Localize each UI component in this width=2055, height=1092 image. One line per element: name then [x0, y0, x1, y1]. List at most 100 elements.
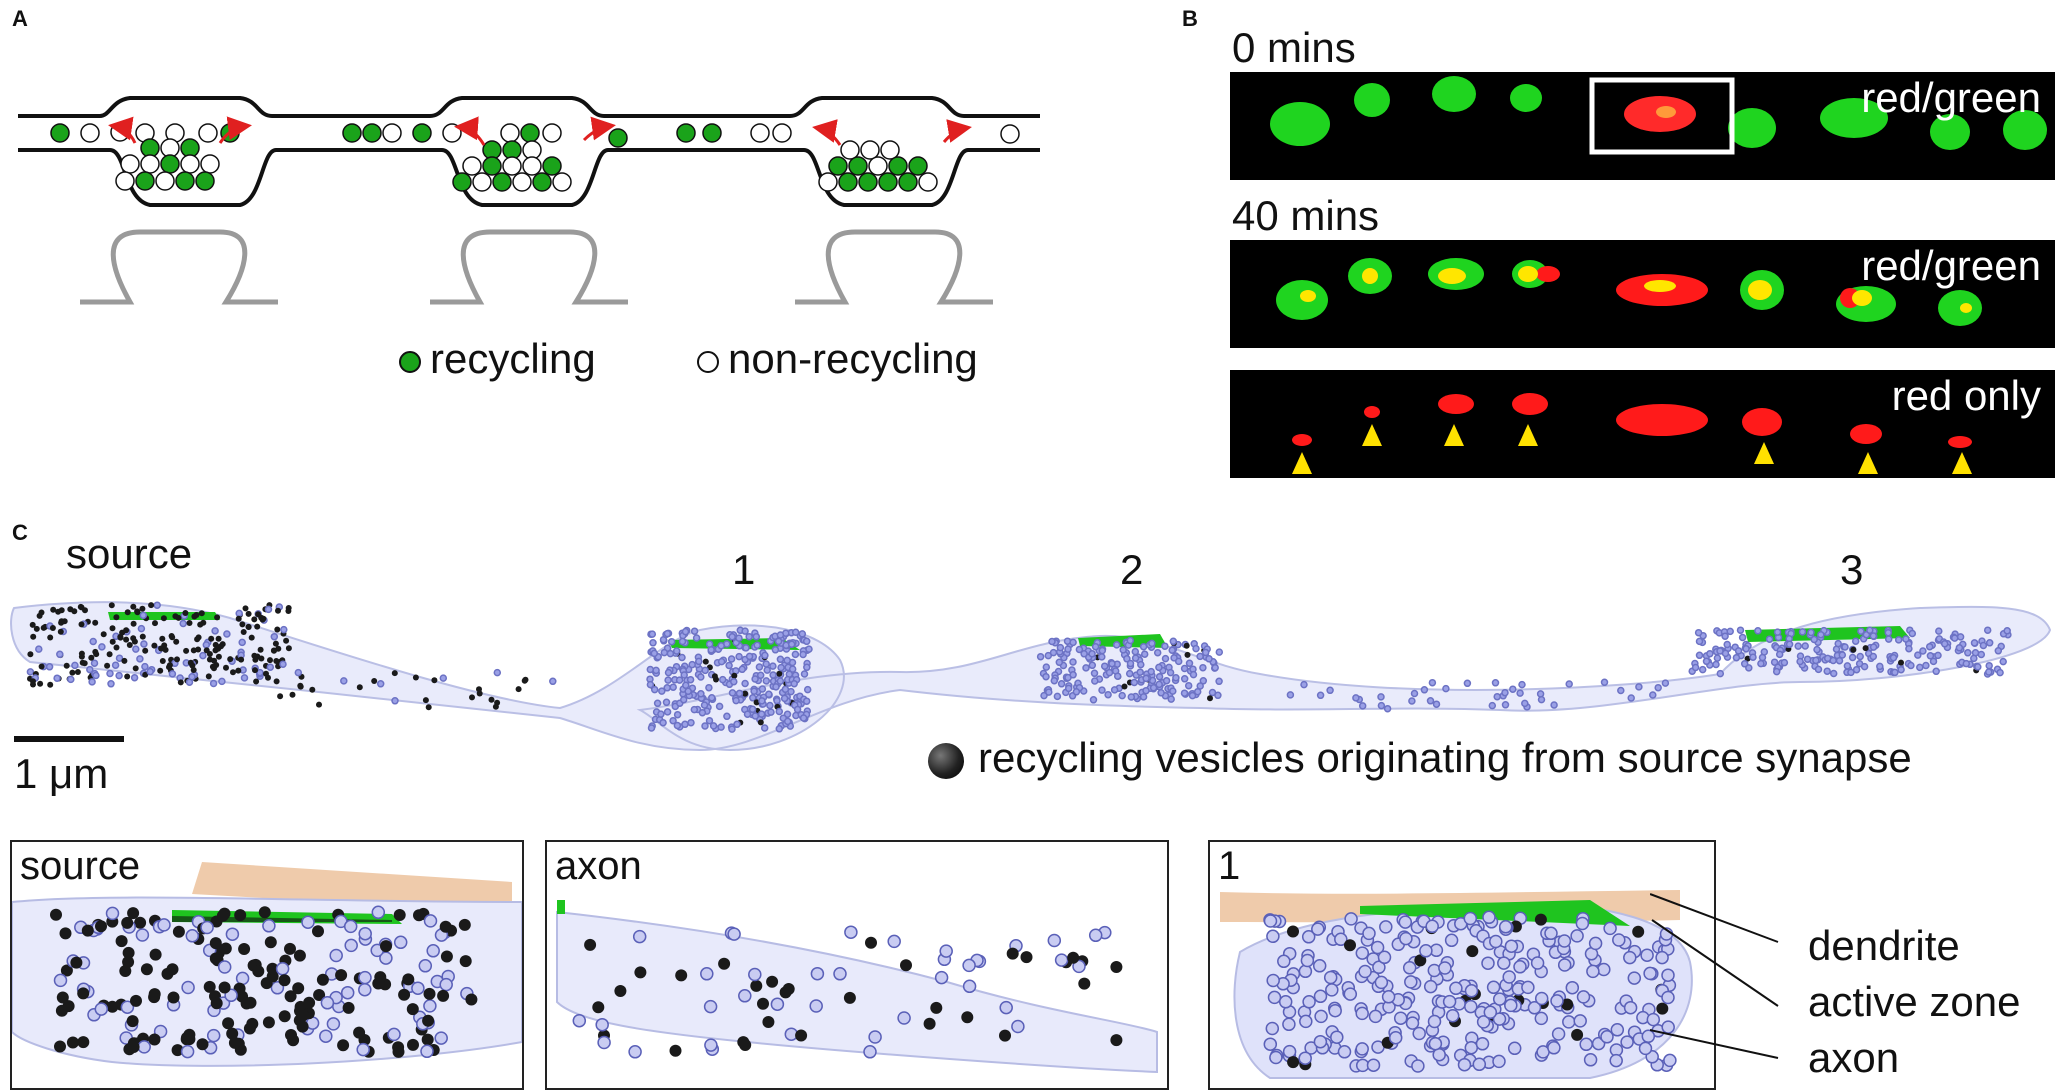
puncta-0min — [1270, 76, 2047, 155]
vesicle — [1463, 679, 1472, 688]
vesicle — [279, 660, 287, 668]
vesicle — [1098, 686, 1106, 694]
vesicle — [908, 156, 928, 176]
vesicle — [678, 653, 686, 662]
vesicle — [198, 610, 205, 617]
vesicle — [391, 670, 398, 677]
vesicle — [1287, 1056, 1300, 1069]
vesicle — [690, 705, 699, 714]
vesicle — [252, 965, 265, 978]
vesicle — [109, 638, 116, 645]
vesicle — [735, 634, 743, 642]
vesicle — [1586, 964, 1600, 979]
vesicle — [151, 642, 158, 649]
vesicle — [1050, 676, 1059, 685]
vesicle — [888, 156, 908, 176]
vesicle — [159, 658, 166, 664]
vesicle — [663, 684, 671, 692]
site-label-1: 1 — [732, 546, 756, 593]
vesicle — [371, 905, 386, 920]
vesicle — [1557, 958, 1572, 972]
vesicle — [1180, 689, 1189, 697]
vesicle — [197, 621, 204, 628]
vesicle — [1088, 650, 1096, 658]
vesicle — [244, 996, 257, 1009]
vesicle — [37, 680, 44, 687]
vesicle — [1876, 662, 1884, 671]
vesicle — [1040, 691, 1048, 700]
vesicle — [146, 667, 154, 676]
vesicle — [120, 154, 140, 174]
vesicle — [1042, 672, 1050, 681]
vesicle — [93, 651, 100, 658]
vesicle — [688, 660, 696, 669]
vesicle — [1492, 992, 1507, 1006]
vesicle — [1432, 700, 1441, 708]
vesicle — [121, 916, 134, 929]
vesicle — [254, 623, 261, 630]
vesicle — [274, 626, 281, 633]
vesicle — [248, 634, 255, 641]
vesicle — [1600, 678, 1609, 687]
vesicle — [653, 699, 662, 708]
vesicle — [177, 679, 184, 686]
vesicle — [1561, 998, 1574, 1011]
vesicle — [748, 967, 762, 982]
vesicle — [1985, 668, 1993, 676]
vesicle — [1330, 1030, 1344, 1044]
vesicle — [1835, 656, 1844, 665]
vesicle — [1489, 934, 1503, 949]
vesicle — [1149, 684, 1158, 692]
vesicle — [748, 705, 757, 714]
vesicle — [1370, 940, 1385, 955]
vesicle — [1919, 647, 1927, 655]
vesicle — [592, 1001, 605, 1014]
vesicle — [1922, 661, 1930, 670]
vesicle — [253, 678, 260, 685]
vesicle — [542, 123, 562, 143]
arrowheads — [1292, 424, 1972, 474]
vesicle — [301, 915, 315, 929]
vesicle — [1167, 695, 1175, 703]
vesicle — [1617, 686, 1625, 695]
vesicle — [1661, 679, 1670, 687]
vesicle — [1420, 686, 1429, 694]
vesicle — [379, 951, 393, 965]
vesicle — [1504, 998, 1518, 1013]
vesicle — [376, 680, 385, 688]
vesicle — [1798, 628, 1807, 636]
micrograph-0min: red/green — [1230, 72, 2055, 180]
vesicle — [358, 970, 372, 985]
vesicles-a — [50, 122, 1020, 192]
vesicle — [1813, 645, 1821, 654]
bouton-schematic — [18, 96, 1040, 373]
vesicle — [1905, 644, 1913, 653]
vesicle — [1632, 925, 1645, 938]
vesicle — [1661, 990, 1675, 1005]
vesicle — [1091, 677, 1099, 685]
vesicle — [1126, 659, 1135, 668]
vesicle — [1299, 1014, 1313, 1029]
vesicle — [235, 971, 250, 986]
vesicle — [1979, 641, 1988, 650]
vesicle — [772, 123, 792, 143]
vesicle — [669, 1044, 682, 1057]
vesicle — [522, 156, 542, 176]
vesicle — [289, 691, 296, 698]
vesicle — [124, 609, 131, 616]
vesicle — [117, 633, 124, 640]
vesicle — [750, 979, 763, 992]
vesicle — [771, 646, 780, 654]
vesicle — [1131, 654, 1140, 662]
vesicle — [1770, 658, 1779, 666]
vesicle — [121, 657, 128, 664]
vesicle — [270, 632, 279, 641]
vesicle — [148, 602, 155, 609]
vesicle — [422, 697, 429, 704]
vesicle — [1042, 663, 1051, 671]
vesicle — [802, 637, 811, 646]
vesicle — [130, 620, 137, 627]
vesicle — [313, 989, 326, 1001]
vesicle — [738, 665, 746, 674]
vesicle — [280, 625, 288, 634]
